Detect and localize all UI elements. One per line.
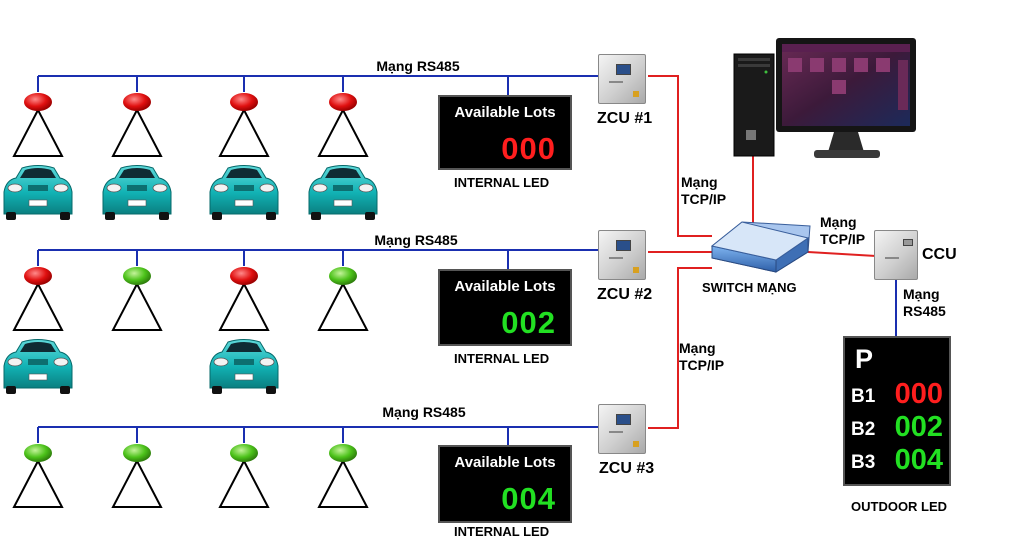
outdoor-led-row: B1 000 xyxy=(851,378,947,412)
tcpip-links xyxy=(648,75,877,429)
sensor-group xyxy=(12,93,369,508)
ultrasonic-sensor-icon xyxy=(218,267,270,331)
zone-controller-icon xyxy=(598,54,646,104)
internal-led-caption-3: INTERNAL LED xyxy=(454,524,550,539)
rs485-label-row-1: Mạng RS485 xyxy=(376,58,460,74)
ultrasonic-sensor-icon xyxy=(111,444,163,508)
rs485-label-row-2: Mạng RS485 xyxy=(374,232,458,248)
panel-title: Available Lots xyxy=(454,454,556,471)
ccu-label: CCU xyxy=(922,246,957,263)
zcu-label-1: ZCU #1 xyxy=(597,110,653,127)
car-icon xyxy=(102,165,172,220)
ultrasonic-sensor-icon xyxy=(111,267,163,331)
outdoor-led-panel: P B1 000 B2 002 B3 004 xyxy=(843,336,951,486)
internal-led-panel-3: Available Lots 004 xyxy=(438,445,572,523)
rs485-bus-row-2 xyxy=(37,249,600,269)
internal-led-panel-1: Available Lots 000 xyxy=(438,95,572,170)
available-lots-count: 004 xyxy=(501,481,556,516)
internal-led-caption-2: INTERNAL LED xyxy=(454,351,550,366)
network-switch-icon xyxy=(710,221,811,273)
ultrasonic-sensor-icon xyxy=(12,93,64,157)
ultrasonic-sensor-icon xyxy=(317,93,369,157)
car-icon xyxy=(209,165,279,220)
rs485-bus-row-3 xyxy=(37,426,600,445)
rs485-label-ccu: Mạng RS485 xyxy=(903,286,946,319)
zcu-label-2: ZCU #2 xyxy=(597,286,653,303)
floor-available-count: 002 xyxy=(894,411,943,443)
tcpip-label-ccu: Mạng TCP/IP xyxy=(820,214,866,247)
internal-led-caption-1: INTERNAL LED xyxy=(454,175,550,190)
internal-led-panel-2: Available Lots 002 xyxy=(438,269,572,346)
floor-label: B3 xyxy=(851,452,876,473)
car-icon xyxy=(209,339,279,394)
floor-label: B2 xyxy=(851,419,876,440)
car-icon xyxy=(3,339,73,394)
car-icon xyxy=(308,165,378,220)
outdoor-led-row: B3 004 xyxy=(851,444,947,478)
zcu-label-3: ZCU #3 xyxy=(599,460,655,477)
rs485-bus-row-1 xyxy=(37,75,600,95)
outdoor-led-caption: OUTDOOR LED xyxy=(851,499,948,514)
ultrasonic-sensor-icon xyxy=(317,444,369,508)
zone-controller-icon xyxy=(598,230,646,280)
floor-available-count: 000 xyxy=(894,378,943,410)
tcpip-label-upper: Mạng TCP/IP xyxy=(681,174,727,207)
zone-controller-icon xyxy=(598,404,646,454)
car-icon xyxy=(3,165,73,220)
panel-title: Available Lots xyxy=(454,278,556,295)
switch-label: SWITCH MẠNG xyxy=(702,280,797,295)
ultrasonic-sensor-icon xyxy=(111,93,163,157)
ultrasonic-sensor-icon xyxy=(218,93,270,157)
desktop-computer-icon xyxy=(733,38,916,158)
ultrasonic-sensor-icon xyxy=(218,444,270,508)
ultrasonic-sensor-icon xyxy=(317,267,369,331)
parking-symbol: P xyxy=(855,344,874,374)
car-group xyxy=(3,165,378,394)
tcpip-label-lower: Mạng TCP/IP xyxy=(679,340,725,373)
floor-label: B1 xyxy=(851,386,876,407)
ultrasonic-sensor-icon xyxy=(12,267,64,331)
floor-available-count: 004 xyxy=(894,444,943,476)
ccu-device-icon xyxy=(874,230,918,280)
panel-title: Available Lots xyxy=(454,104,556,121)
available-lots-count: 002 xyxy=(501,305,556,340)
available-lots-count: 000 xyxy=(501,131,556,166)
ultrasonic-sensor-icon xyxy=(12,444,64,508)
rs485-label-row-3: Mạng RS485 xyxy=(382,404,466,420)
outdoor-led-row: B2 002 xyxy=(851,411,947,445)
